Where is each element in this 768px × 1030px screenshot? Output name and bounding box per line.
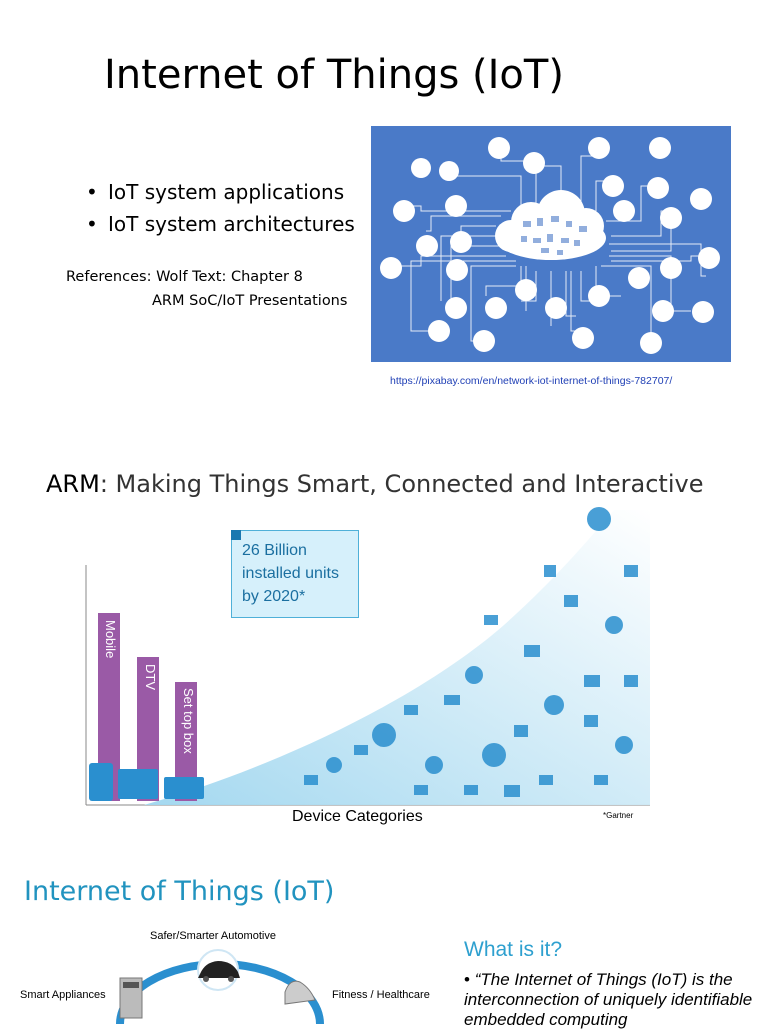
bullet-dot-icon: • bbox=[86, 212, 98, 236]
callout-tab bbox=[231, 530, 241, 540]
what-is-it-heading: What is it? bbox=[464, 938, 563, 961]
arm-brand: ARM bbox=[46, 470, 100, 498]
device-growth-graphic bbox=[85, 507, 650, 806]
bullet-item: • IoT system architectures bbox=[86, 212, 355, 236]
application-wheel bbox=[100, 948, 340, 1025]
bar-label-set-top-box: Set top box bbox=[181, 688, 196, 754]
units-callout: 26 Billion installed units by 2020* bbox=[231, 530, 359, 618]
bar-label-mobile: Mobile bbox=[103, 620, 118, 659]
references-line2: ARM SoC/IoT Presentations bbox=[152, 293, 348, 309]
quote-text: “The Internet of Things (IoT) is the int… bbox=[464, 970, 753, 1029]
slide2-title: ARM: Making Things Smart, Connected and … bbox=[46, 470, 703, 498]
bullet-item: • IoT system applications bbox=[86, 180, 344, 204]
footnote: *Gartner bbox=[603, 811, 634, 820]
slide2-title-rest: : Making Things Smart, Connected and Int… bbox=[99, 470, 704, 498]
label-automotive: Safer/Smarter Automotive bbox=[150, 930, 276, 942]
slide3-title: Internet of Things (IoT) bbox=[24, 876, 335, 907]
callout-line: 26 Billion bbox=[242, 542, 307, 559]
bullet-dot-icon: • bbox=[86, 180, 98, 204]
quote-bullet-icon: • bbox=[464, 970, 475, 989]
bullet-text: IoT system applications bbox=[108, 180, 345, 204]
bullet-text: IoT system architectures bbox=[108, 212, 355, 236]
iot-network-image bbox=[371, 126, 731, 362]
wheel-graphic bbox=[116, 949, 324, 1025]
x-axis-label: Device Categories bbox=[292, 808, 423, 825]
label-fitness-healthcare: Fitness / Healthcare bbox=[332, 989, 430, 1001]
slide1-title: Internet of Things (IoT) bbox=[104, 52, 564, 98]
image-credit-link[interactable]: https://pixabay.com/en/network-iot-inter… bbox=[390, 375, 673, 387]
callout-line: by 2020* bbox=[242, 588, 306, 605]
definition-quote: • “The Internet of Things (IoT) is the i… bbox=[464, 970, 764, 1030]
bar-label-dtv: DTV bbox=[143, 664, 158, 690]
network-icon bbox=[380, 137, 720, 354]
label-smart-appliances: Smart Appliances bbox=[20, 989, 106, 1001]
references-line1: References: Wolf Text: Chapter 8 bbox=[66, 269, 303, 285]
callout-line: installed units bbox=[242, 565, 339, 582]
device-growth-illustration bbox=[84, 505, 654, 807]
